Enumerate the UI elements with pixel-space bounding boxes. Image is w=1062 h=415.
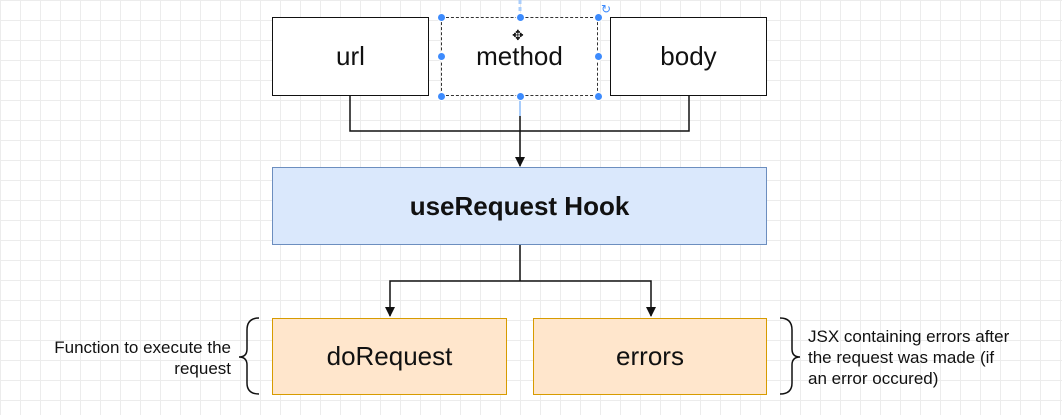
resize-handle-top[interactable] [516,13,525,22]
connector-body-to-merge[interactable] [520,96,690,132]
do-request-note-line-1: Function to execute the [54,338,231,357]
left-brace [238,317,260,395]
right-brace [779,317,801,395]
resize-handle-bottom-left[interactable] [437,92,446,101]
url-box[interactable]: url [272,17,429,96]
move-cursor-icon: ✥ [512,27,524,43]
resize-handle-bottom-right[interactable] [594,92,603,101]
do-request-note-line-2: request [174,359,231,378]
errors-note-line-2: the request was made (if [808,348,995,367]
resize-handle-left[interactable] [437,52,446,61]
connector-url-to-merge[interactable] [349,96,520,132]
errors-note-line-3: an error occured) [808,369,939,388]
errors-box[interactable]: errors [533,318,767,395]
resize-handle-top-left[interactable] [437,13,446,22]
errors-note[interactable]: JSX containing errors after the request … [808,326,1009,389]
do-request-box[interactable]: doRequest [272,318,507,395]
resize-handle-top-right[interactable] [594,13,603,22]
connector-to-dorequest[interactable] [385,280,520,317]
body-box[interactable]: body [610,17,767,96]
do-request-note[interactable]: Function to execute the request [54,337,231,379]
resize-handle-bottom[interactable] [516,92,525,101]
connector-to-errors[interactable] [520,280,656,317]
resize-handle-right[interactable] [594,52,603,61]
rotate-icon[interactable]: ↻ [601,2,612,16]
errors-note-line-1: JSX containing errors after [808,327,1010,346]
use-request-hook-box[interactable]: useRequest Hook [272,167,767,245]
